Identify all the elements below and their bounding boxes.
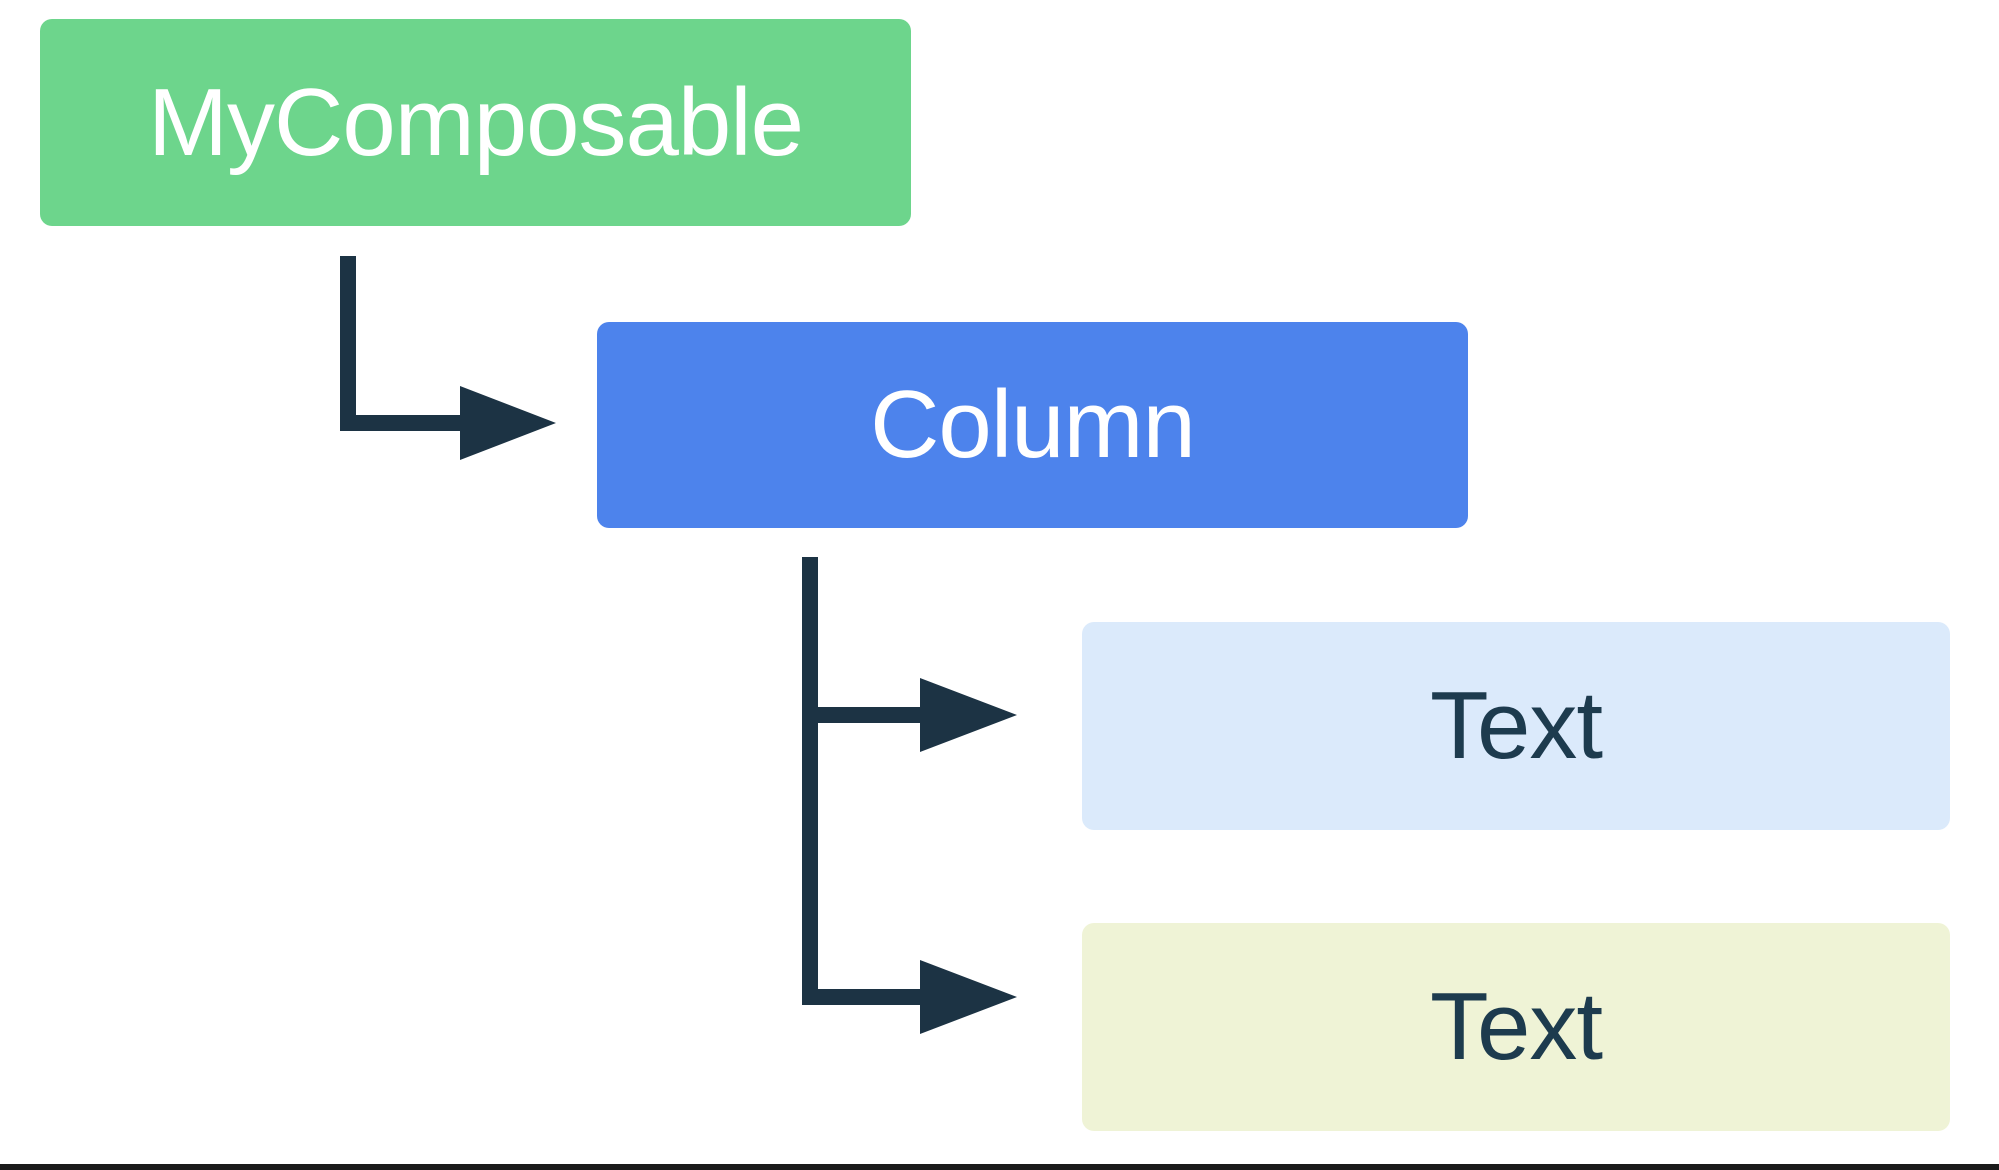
node-text-second: Text xyxy=(1082,923,1950,1131)
arrow-column-to-text-1 xyxy=(802,678,1017,752)
arrow-column-to-text-2 xyxy=(802,557,1017,1034)
node-text-first-label: Text xyxy=(1429,672,1603,779)
bottom-border xyxy=(0,1164,1999,1170)
node-text-second-label: Text xyxy=(1429,973,1603,1080)
node-column-label: Column xyxy=(870,371,1196,478)
node-column: Column xyxy=(597,322,1468,528)
node-mycomposable: MyComposable xyxy=(40,19,911,226)
node-text-first: Text xyxy=(1082,622,1950,830)
arrow-mycomposable-to-column xyxy=(340,256,556,460)
node-mycomposable-label: MyComposable xyxy=(148,68,804,176)
